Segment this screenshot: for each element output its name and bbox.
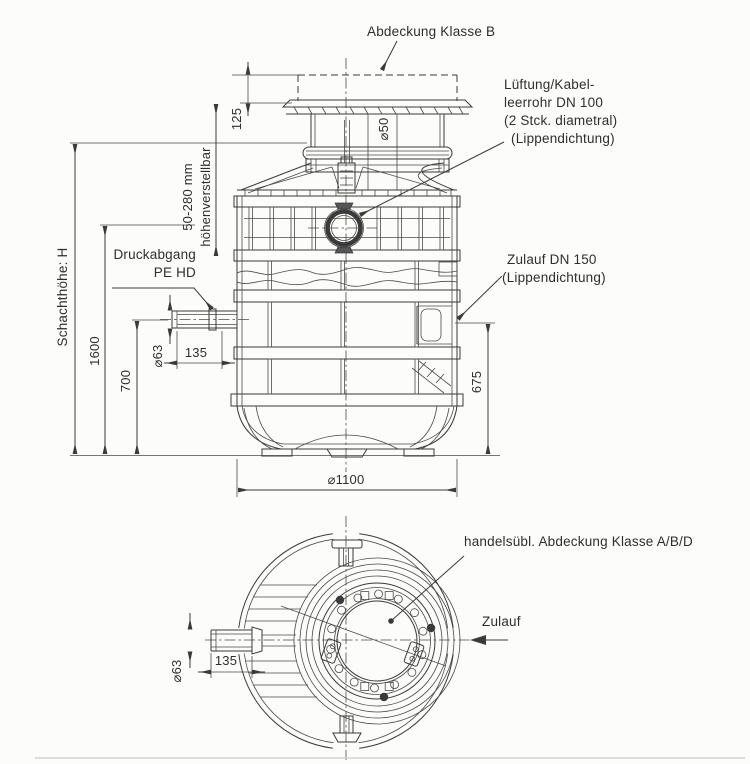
dim-adjustable-range: 50-280 mm <box>180 163 195 231</box>
dim-adjustable-text: höhenverstellbar <box>198 147 213 247</box>
label-plan-inflow: Zulauf <box>482 614 521 629</box>
elevation-view <box>70 40 505 497</box>
clamp-rings <box>302 146 453 173</box>
south-stub <box>332 715 362 743</box>
clamp-tab-left <box>320 638 342 664</box>
dimension-lines-plan <box>187 613 265 678</box>
collar-plate <box>281 99 474 115</box>
north-stub <box>331 539 363 567</box>
lower-ribs-row3 <box>267 301 419 348</box>
label-pressure-outlet: Druckabgang PE HD <box>113 247 196 280</box>
middle-ribs <box>267 260 458 291</box>
inflow-arrow <box>470 635 508 645</box>
label-shaft-height: Schachthöhe: H <box>55 247 70 347</box>
pressure-outlet-pipe <box>160 308 250 331</box>
tank-walls <box>236 196 458 406</box>
label-inlet-dn150: Zulauf DN 150 (Lippendichtung) <box>502 252 606 285</box>
lower-ribs-row4 <box>267 358 419 395</box>
section-line <box>280 605 447 667</box>
dim-700: 700 <box>118 369 133 393</box>
plan-view <box>35 516 745 760</box>
dim-125: 125 <box>229 107 244 131</box>
vent-port-dn100 <box>308 202 380 254</box>
telescope-neck <box>310 114 445 190</box>
stiffening-bands <box>230 195 464 407</box>
dim-phi63-plan: ⌀63 <box>169 659 184 683</box>
clamp-tab-right <box>403 641 425 667</box>
plan-outlet-stub <box>210 626 296 655</box>
dim-1600: 1600 <box>87 336 102 366</box>
dim-phi1100: ⌀1100 <box>327 472 365 487</box>
label-vent-duct: Lüftung/Kabel- leerrohr DN 100 (2 Stck. … <box>504 77 618 146</box>
diagonal-inlet-chute <box>411 360 452 394</box>
label-plan-cover: handelsübl. Abdeckung Klasse A/B/D <box>464 534 693 549</box>
dim-675: 675 <box>469 370 484 394</box>
plan-ribs <box>245 584 317 698</box>
dim-phi50: ⌀50 <box>376 117 391 141</box>
outer-ring <box>238 533 454 749</box>
bolt-circle <box>326 589 428 693</box>
dim-135-plan: 135 <box>214 653 238 668</box>
inlet-socket-dn150 <box>416 305 452 345</box>
break-lines <box>236 267 458 287</box>
leader-plan-cover <box>388 555 465 624</box>
cover-assembly <box>293 557 461 725</box>
label-cover-class-b: Abdeckung Klasse B <box>367 24 496 39</box>
tank-dome <box>237 156 457 196</box>
dim-135-elevation: 135 <box>184 345 208 360</box>
cover-class-b-outline <box>297 74 458 101</box>
dim-phi63-elevation: ⌀63 <box>150 344 165 368</box>
tank-bottom <box>236 405 458 458</box>
leader-lines-elevation <box>112 40 505 321</box>
locking-bolt <box>335 595 345 605</box>
upper-ribs <box>248 206 444 251</box>
dimension-lines-elevation <box>70 62 495 497</box>
